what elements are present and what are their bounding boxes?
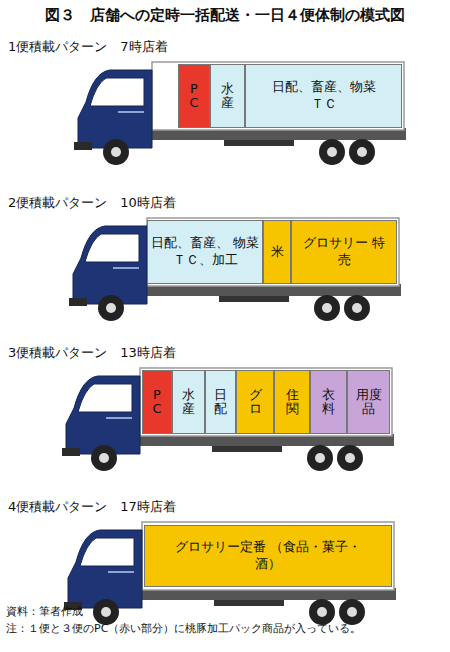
cargo-label: PC — [188, 82, 201, 111]
figure-title: 図３ 店舗への定時一括配送・一日４便体制の模式図 — [45, 6, 405, 25]
cargo-label: 住関 — [286, 388, 299, 417]
cargo-label: 衣料 — [322, 388, 335, 417]
cargo-section: 日配、畜産、 物菜ＴＣ、加工 — [147, 220, 263, 284]
trip-heading: 2便積載パターン 10時店着 — [8, 194, 176, 212]
cargo-section: PC — [142, 370, 172, 434]
cargo-label: 日配、畜産、 物菜ＴＣ、加工 — [150, 235, 260, 269]
trip-heading: 4便積載パターン 17時店着 — [8, 498, 176, 516]
cargo-label: 用度品 — [356, 388, 382, 417]
cargo-label: 水産 — [182, 388, 195, 417]
cargo-section: グロサリー定番 （食品・菓子・酒） — [144, 525, 392, 587]
cargo-section: 日配、畜産、物菜 ＴＣ — [245, 64, 402, 128]
cargo-section: 米 — [263, 220, 291, 284]
cargo-label: グロサリー 特売 — [299, 235, 389, 269]
cargo-section: グロサリー 特売 — [291, 220, 397, 284]
cargo-label: 米 — [271, 245, 284, 259]
cargo-label: グロ — [249, 388, 262, 417]
cargo-label: 日配 — [214, 388, 227, 417]
cargo-label: 水産 — [221, 82, 234, 111]
cargo-section: 衣料 — [310, 370, 347, 434]
footnote: 注：１便と３便のPC（赤い部分）に桃豚加工パック商品が入っている。 — [6, 621, 361, 636]
cargo-section: 日配 — [205, 370, 236, 434]
cargo-section: 水産 — [210, 64, 245, 128]
cargo-label: PC — [151, 388, 164, 417]
trip-heading: 3便積載パターン 13時店着 — [8, 344, 176, 362]
cargo-section: 用度品 — [347, 370, 390, 434]
cargo-section: グロ — [236, 370, 274, 434]
cargo-section: PC — [178, 64, 210, 128]
cargo-label: 日配、畜産、物菜 ＴＣ — [268, 79, 380, 113]
cargo-section: 水産 — [172, 370, 205, 434]
cargo-section: 住関 — [274, 370, 310, 434]
cargo-label: グロサリー定番 （食品・菓子・酒） — [168, 539, 368, 573]
source-note: 資料：筆者作成 — [6, 604, 83, 619]
trip-heading: 1便積載パターン 7時店着 — [8, 38, 168, 56]
